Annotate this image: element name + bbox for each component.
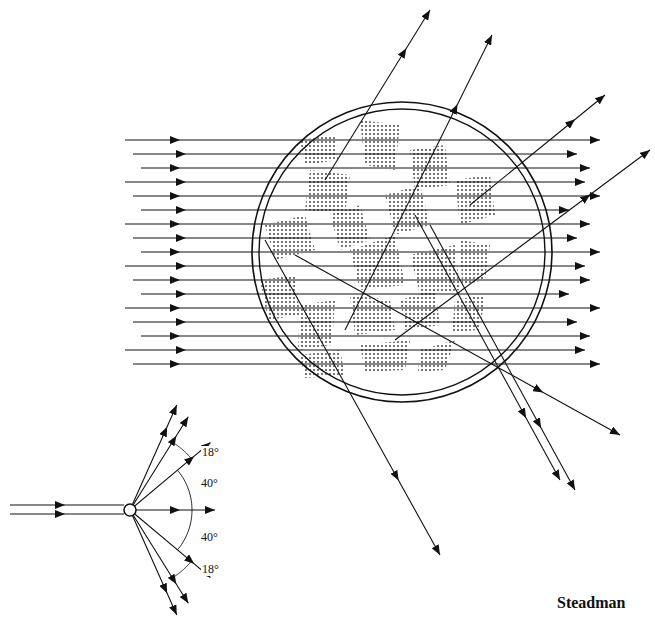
ice-crystal: [350, 235, 405, 290]
scattered-ray: [415, 215, 560, 480]
incident-ray: [125, 265, 585, 266]
scattered-ray: [470, 95, 605, 205]
angle-arc: [177, 510, 192, 550]
scattered-ray: [430, 225, 575, 490]
angle-label: 18°: [201, 446, 220, 459]
ice-crystal: [360, 120, 400, 170]
incident-ray: [125, 307, 600, 308]
inset-scattered-ray: [130, 417, 188, 510]
scattered-ray: [395, 150, 650, 340]
scattered-ray: [345, 35, 492, 330]
ice-crystals: [260, 120, 495, 378]
ice-crystal: [460, 240, 490, 285]
inset-scattered-ray: [130, 405, 177, 510]
inset-incident-ray: [10, 504, 124, 505]
scattered-ray: [325, 10, 430, 180]
angle-label: 18°: [201, 563, 220, 576]
incident-ray: [125, 223, 590, 224]
angle-arc: [177, 470, 192, 510]
angle-arc: [172, 561, 191, 577]
particle: [124, 504, 136, 516]
incident-ray: [141, 167, 590, 168]
angle-label: 40°: [200, 477, 219, 490]
credit-label: Steadman: [556, 594, 626, 612]
incident-ray: [141, 293, 569, 294]
incident-ray: [133, 153, 577, 154]
incident-ray: [125, 181, 585, 182]
inset-scattered-ray: [130, 510, 177, 615]
scattered-ray: [295, 255, 620, 435]
incident-ray: [125, 349, 585, 350]
inset-scattered-ray: [130, 510, 210, 577]
incident-ray: [125, 139, 600, 140]
angle-label: 40°: [200, 531, 219, 544]
inset-direct-ray: [136, 509, 215, 510]
angle-arc: [172, 442, 191, 458]
inset-scattered-ray: [130, 510, 188, 603]
ice-crystal: [330, 205, 370, 250]
ice-crystal: [418, 340, 455, 372]
incident-ray: [141, 209, 569, 210]
single-particle-inset: [10, 405, 215, 615]
incident-ray: [133, 279, 590, 280]
inset-scattered-ray: [130, 443, 210, 510]
incident-ray: [133, 363, 600, 364]
ice-crystal: [350, 295, 395, 335]
light-rays: [125, 10, 650, 555]
incident-ray: [141, 251, 600, 252]
incident-ray: [133, 237, 577, 238]
ice-crystal: [360, 340, 410, 372]
incident-ray: [133, 321, 577, 322]
incident-ray: [133, 195, 600, 196]
inset-incident-ray: [10, 513, 124, 514]
incident-ray: [141, 335, 590, 336]
